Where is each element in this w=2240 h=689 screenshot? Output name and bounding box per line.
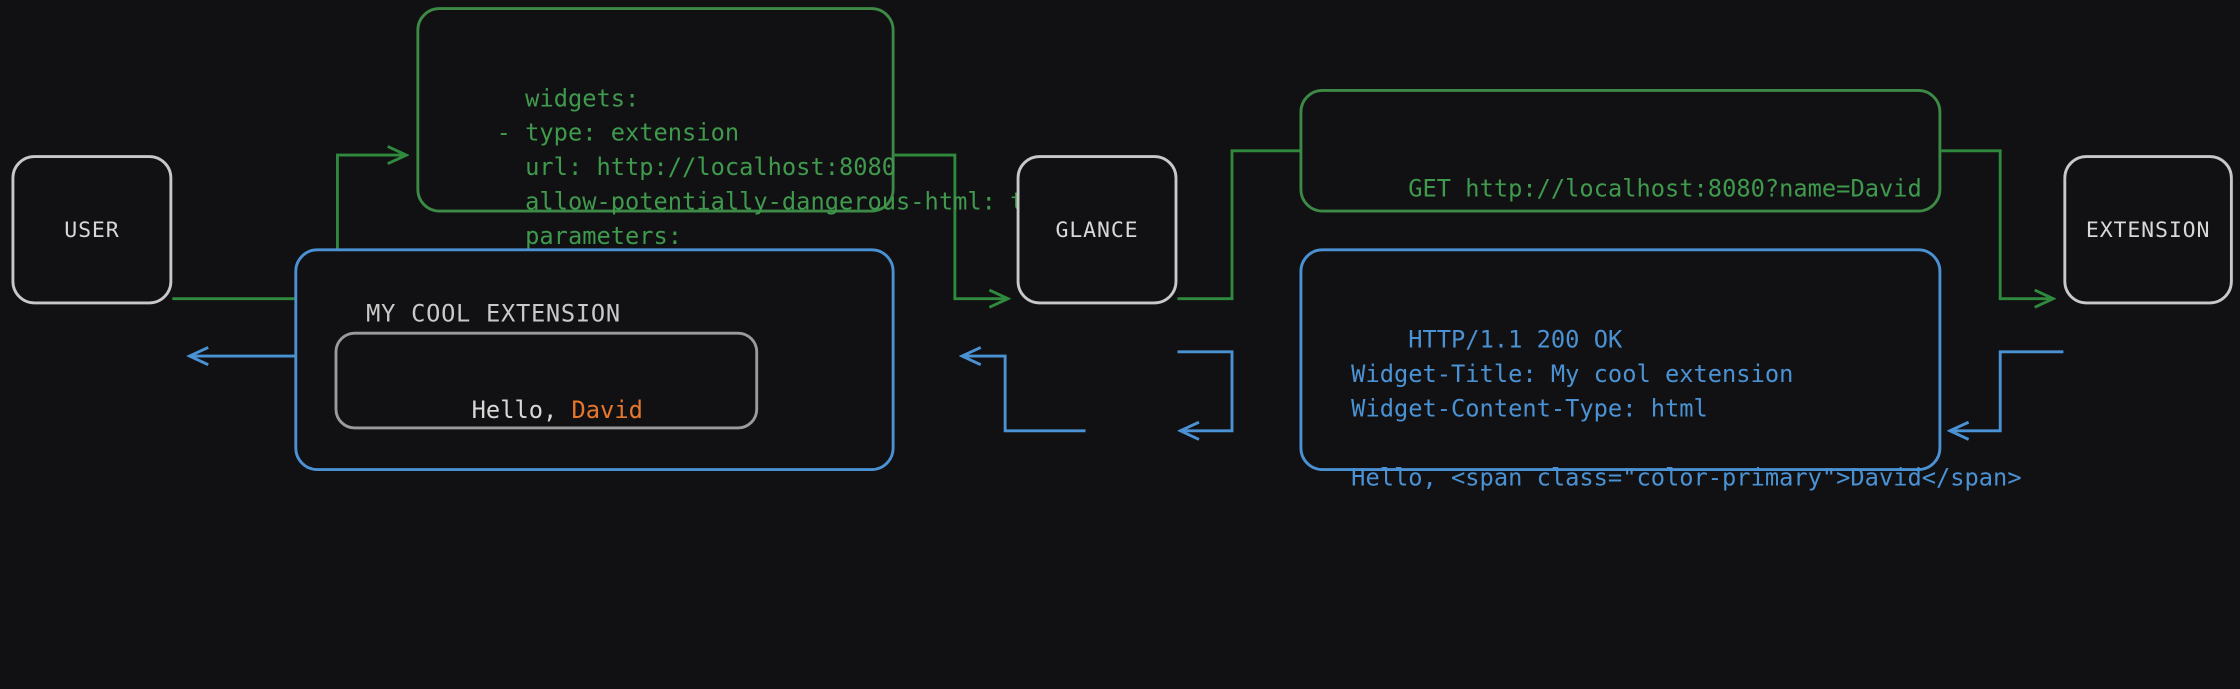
request-box-http-get: GET http://localhost:8080?name=David [1299,89,1942,213]
edge-request-to-extension [1941,149,2053,299]
node-extension-label: EXTENSION [2085,216,2211,243]
widget-content-frame: Hello, David [334,331,759,430]
node-glance[interactable]: GLANCE [1016,155,1178,305]
node-user-label: USER [64,216,120,243]
request-box-text: GET http://localhost:8080?name=David [1408,175,1922,203]
edge-widget-to-user [962,356,1086,433]
widget-greeting: Hello, David [358,369,643,451]
diagram-canvas: USER widgets: - type: extension url: htt… [11,7,2233,492]
edge-extension-to-response [1950,350,2064,431]
edge-config-to-glance [894,153,1008,299]
edge-glance-to-widget [1177,350,1234,431]
widget-title: MY COOL EXTENSION [366,300,621,328]
node-extension[interactable]: EXTENSION [2063,155,2233,305]
node-glance-label: GLANCE [1055,216,1139,243]
widget-greeting-name: David [571,396,643,424]
response-box-http: HTTP/1.1 200 OK Widget-Title: My cool ex… [1299,248,2022,491]
rendered-widget-box: MY COOL EXTENSION Hello, David [294,248,895,471]
config-box-yaml: widgets: - type: extension url: http://l… [416,7,1067,284]
widget-greeting-prefix: Hello, [471,396,572,424]
node-user[interactable]: USER [11,155,173,305]
response-box-text: HTTP/1.1 200 OK Widget-Title: My cool ex… [1351,325,2022,492]
